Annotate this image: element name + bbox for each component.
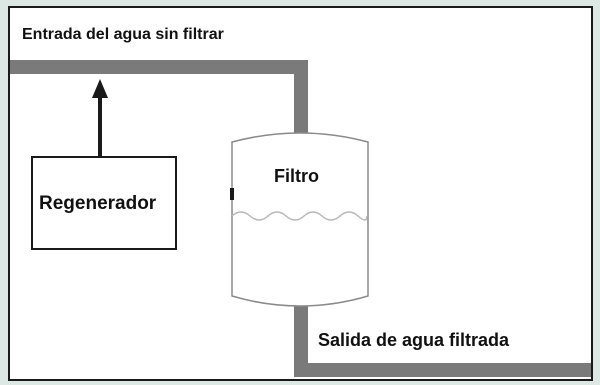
tank-nub — [230, 188, 234, 200]
outlet-pipe — [294, 300, 591, 377]
inlet-label: Entrada del agua sin filtrar — [22, 26, 224, 43]
regenerator-label: Regenerador — [39, 193, 157, 214]
regenerator-arrow-head — [92, 79, 108, 98]
regenerator-box — [31, 156, 177, 250]
inlet-pipe — [10, 60, 308, 150]
water-level-line — [231, 211, 368, 221]
outlet-label: Salida de agua filtrada — [318, 330, 510, 350]
filter-label: Filtro — [274, 166, 319, 186]
